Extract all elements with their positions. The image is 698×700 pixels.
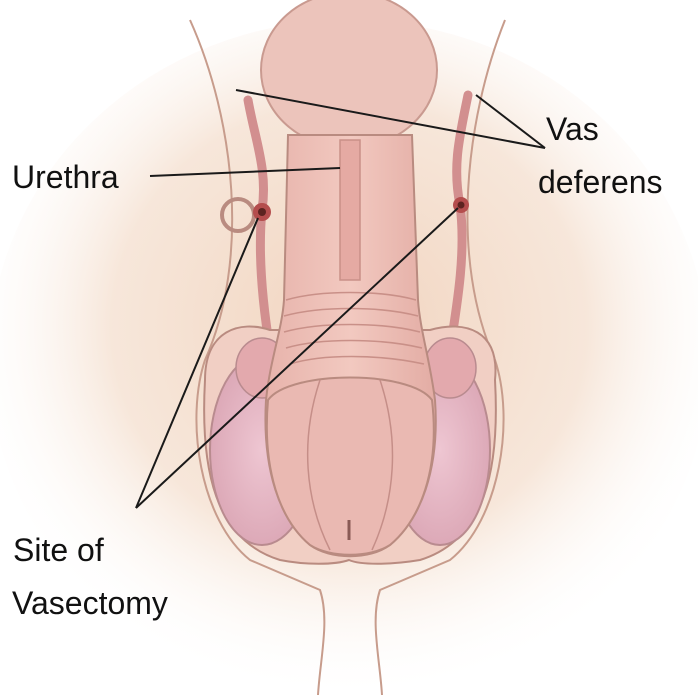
- urethra-channel: [340, 140, 360, 280]
- vasectomy-site-label-line2: Vasectomy: [12, 584, 168, 622]
- bladder: [261, 0, 437, 148]
- urethra-label: Urethra: [12, 158, 119, 196]
- vas-deferens-label-line2: deferens: [538, 163, 663, 201]
- vas-deferens-label-line1: Vas: [546, 110, 599, 148]
- vasectomy-site-label-line1: Site of: [13, 531, 104, 569]
